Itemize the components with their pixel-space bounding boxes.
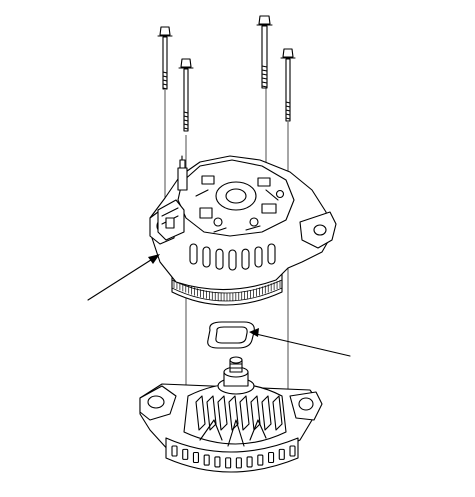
bolt-1 — [157, 26, 173, 90]
bolt-4 — [280, 48, 296, 122]
rotor-blades — [195, 395, 283, 431]
gasket — [207, 321, 255, 349]
bolt-3 — [178, 58, 194, 132]
rear-housing — [149, 155, 337, 306]
front-housing-vents — [171, 445, 296, 469]
bolt-2 — [256, 15, 273, 89]
gasket-callout — [249, 328, 351, 357]
rear-housing-callout — [87, 254, 160, 301]
rear-housing-vents — [189, 243, 276, 271]
front-housing — [139, 356, 323, 473]
